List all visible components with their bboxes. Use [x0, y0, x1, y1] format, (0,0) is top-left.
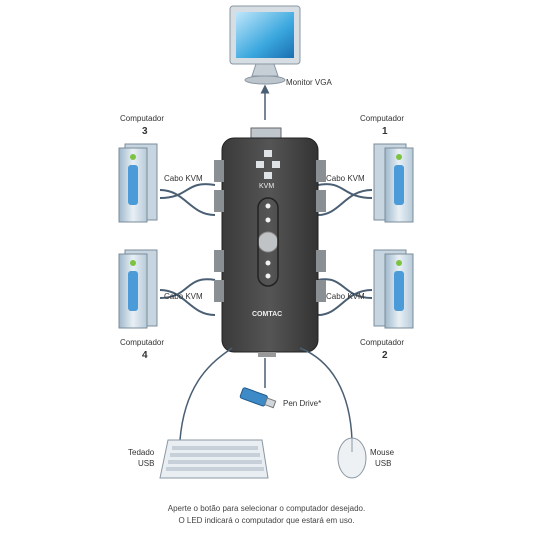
mouse-label-line2: USB: [375, 459, 392, 468]
pen-drive-icon: [239, 387, 277, 409]
mouse-icon: [337, 437, 367, 479]
computer-2-title: Computador: [360, 338, 405, 347]
monitor-icon: [229, 5, 301, 85]
computer-1-title: Computador: [360, 114, 405, 123]
keyboard-label-line2: USB: [138, 459, 155, 468]
caption-line-1: Aperte o botão para selecionar o computa…: [167, 504, 366, 513]
keyboard-label-line1: Tedado: [128, 448, 155, 457]
computer-2-number: 2: [382, 350, 388, 361]
cable-label-top-right: Cabo KVM: [326, 174, 365, 183]
keyboard-icon: [159, 439, 269, 479]
caption-line-2: O LED indicará o computador que estará e…: [178, 516, 355, 525]
kvm-cables: [159, 183, 373, 316]
computer-4-tower-icon: [118, 249, 158, 329]
computer-1-number: 1: [382, 126, 388, 137]
cable-label-bottom-left: Cabo KVM: [164, 292, 203, 301]
mouse-label-line1: Mouse: [370, 448, 395, 457]
computer-3-title: Computador: [120, 114, 165, 123]
computer-2-tower-icon: [373, 249, 414, 329]
cable-label-top-left: Cabo KVM: [164, 174, 203, 183]
monitor-label: Monitor VGA: [286, 78, 332, 87]
computer-4-number: 4: [142, 350, 148, 361]
computer-4-title: Computador: [120, 338, 165, 347]
kvm-model-label: KVM: [259, 183, 275, 190]
computer-3-number: 3: [142, 126, 148, 137]
computer-1-tower-icon: [373, 143, 414, 223]
cable-label-bottom-right: Cabo KVM: [326, 292, 365, 301]
kvm-brand-label: COMTAC: [252, 311, 283, 318]
pen-drive-label: Pen Drive*: [283, 399, 322, 408]
computer-3-tower-icon: [118, 143, 158, 223]
kvm-switch: [214, 127, 326, 357]
usb-cables: [179, 347, 353, 441]
